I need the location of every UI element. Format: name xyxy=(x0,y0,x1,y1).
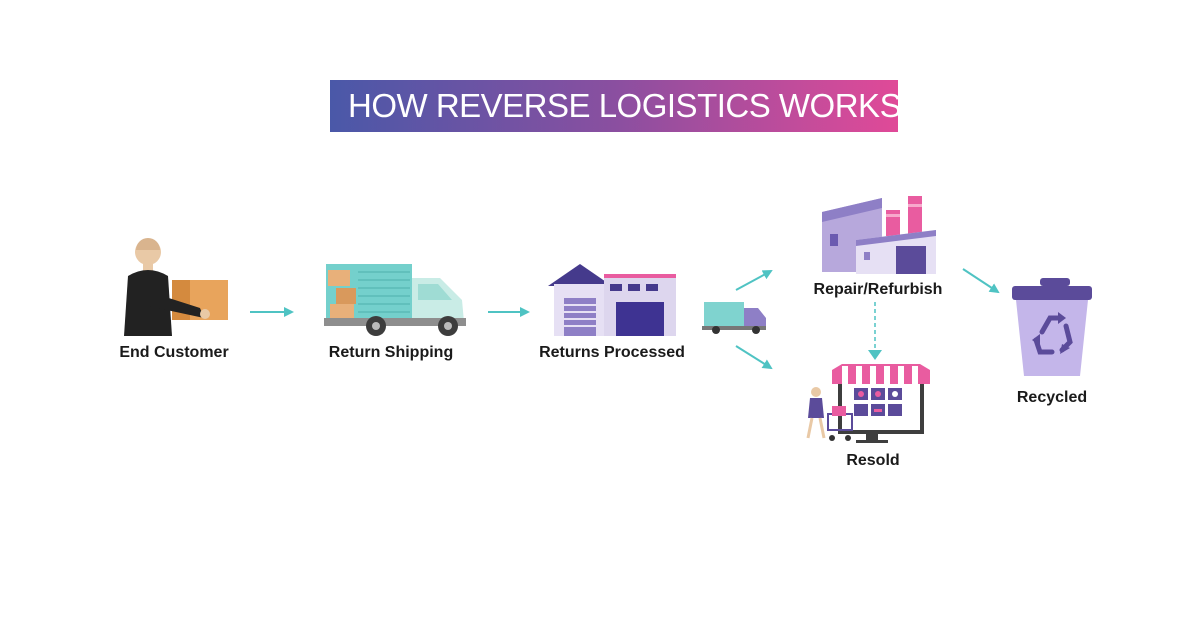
delivery-truck-icon xyxy=(324,264,466,336)
flow-arrow xyxy=(735,345,773,370)
customer-with-box-icon xyxy=(124,238,228,336)
step-label-resold: Resold xyxy=(846,452,900,469)
step-label-repair-refurbish: Repair/Refurbish xyxy=(813,281,943,298)
warehouse-icon xyxy=(548,264,676,336)
step-label-end-customer: End Customer xyxy=(119,344,229,361)
flow-arrow xyxy=(735,270,773,291)
recycle-bin-icon xyxy=(1012,278,1092,376)
dashed-connector-arrowhead xyxy=(868,350,882,360)
flow-arrow xyxy=(962,268,1000,294)
step-label-return-shipping: Return Shipping xyxy=(328,344,454,361)
title-banner: HOW REVERSE LOGISTICS WORKS xyxy=(330,80,902,132)
step-label-recycled: Recycled xyxy=(1016,389,1088,406)
step-label-returns-processed: Returns Processed xyxy=(539,344,685,361)
diagram-title: HOW REVERSE LOGISTICS WORKS xyxy=(348,87,902,124)
factory-icon xyxy=(822,196,936,274)
small-truck-icon xyxy=(702,302,766,334)
online-store-icon xyxy=(806,364,930,443)
